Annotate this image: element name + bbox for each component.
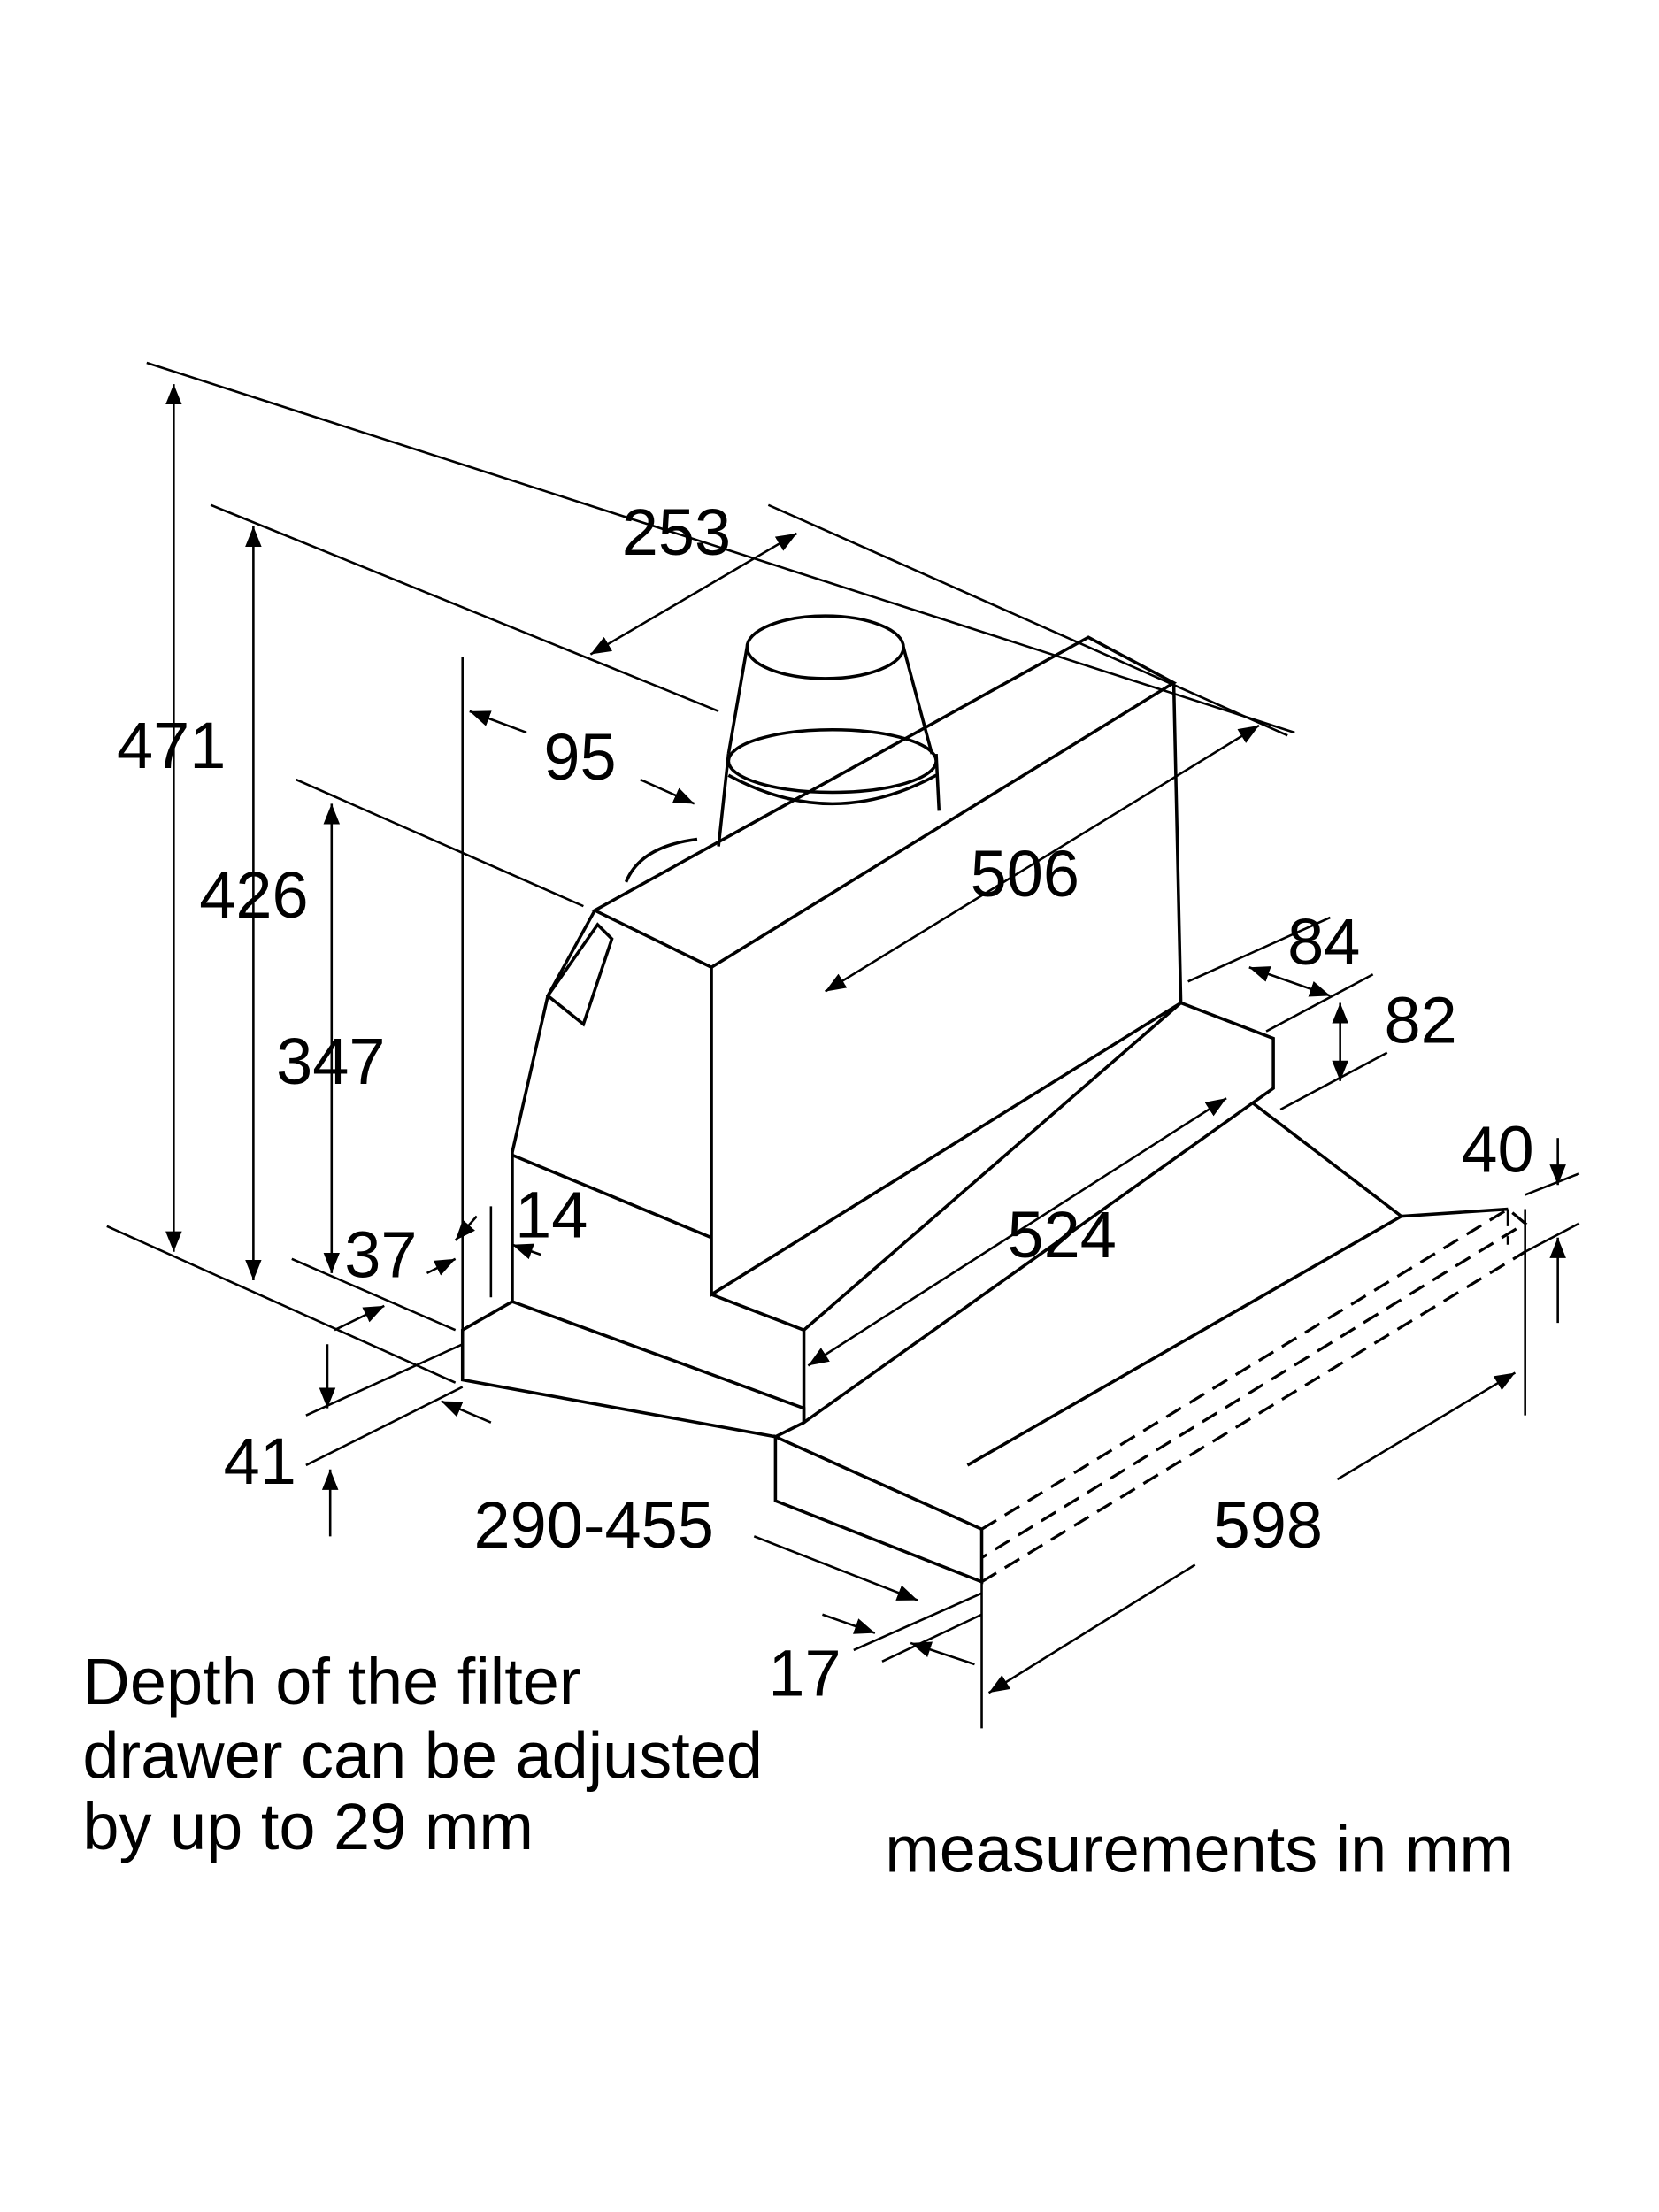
dim-253: 253 bbox=[622, 495, 731, 569]
notes: Depth of the filter drawer can be adjust… bbox=[82, 1645, 1514, 1886]
dim-84: 84 bbox=[1287, 905, 1360, 979]
dim-95: 95 bbox=[543, 720, 616, 794]
dim-17: 17 bbox=[768, 1636, 841, 1709]
dim-598: 598 bbox=[1214, 1488, 1323, 1562]
filter-note-line-2: drawer can be adjusted bbox=[82, 1719, 763, 1793]
dim-506: 506 bbox=[971, 837, 1079, 910]
dim-426: 426 bbox=[199, 858, 308, 932]
duct-collar bbox=[717, 614, 941, 847]
units-note: measurements in mm bbox=[885, 1813, 1514, 1886]
dim-37: 37 bbox=[344, 1218, 417, 1292]
hood-body bbox=[460, 635, 1528, 1585]
dimension-labels: 471 426 347 253 95 506 84 82 40 14 37 52… bbox=[117, 495, 1534, 1709]
dim-290-455: 290-455 bbox=[474, 1488, 714, 1562]
dim-471: 471 bbox=[117, 709, 226, 782]
dimension-arrows bbox=[165, 384, 1566, 1694]
dim-347: 347 bbox=[276, 1025, 385, 1098]
filter-note-line-3: by up to 29 mm bbox=[82, 1790, 534, 1863]
dim-82: 82 bbox=[1385, 983, 1457, 1056]
dim-41: 41 bbox=[224, 1425, 296, 1498]
dim-14: 14 bbox=[515, 1179, 588, 1252]
dim-40: 40 bbox=[1461, 1113, 1533, 1187]
filter-note-line-1: Depth of the filter bbox=[82, 1645, 580, 1718]
dim-524: 524 bbox=[1007, 1198, 1116, 1271]
extension-lines bbox=[106, 361, 1580, 1729]
